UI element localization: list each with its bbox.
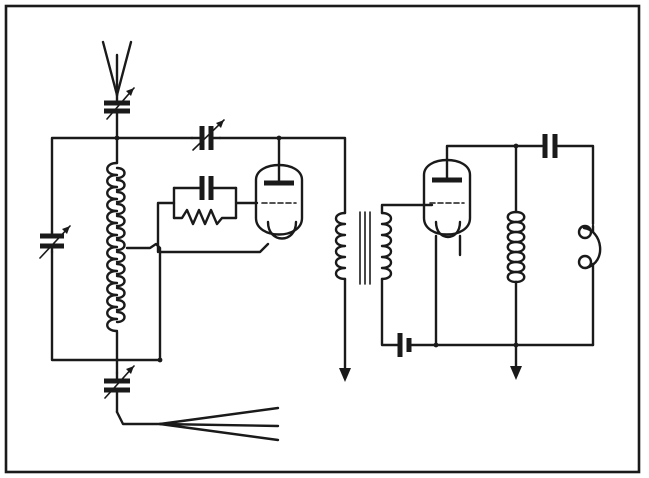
amplifier-triode-tube [422, 144, 518, 347]
antenna-symbol [101, 40, 133, 97]
main-tuning-coil [106, 161, 270, 362]
earth-counterpoise [115, 406, 280, 442]
output-capacitor [514, 134, 595, 226]
output-choke-coil [506, 144, 526, 380]
grid-leak-network [156, 176, 259, 254]
reaction-variable-capacitor [190, 119, 225, 151]
tank-circuit-wiring [50, 136, 347, 375]
coupling-transformer [334, 203, 434, 382]
earth-variable-capacitor [104, 365, 135, 414]
detector-triode-tube [254, 136, 304, 240]
antenna-variable-capacitor [104, 87, 135, 140]
junction-dots [114, 135, 519, 363]
headphones-symbol [577, 224, 602, 347]
tank-variable-capacitor [39, 225, 71, 259]
battery-symbol [397, 333, 595, 357]
diagram-frame [4, 4, 641, 474]
